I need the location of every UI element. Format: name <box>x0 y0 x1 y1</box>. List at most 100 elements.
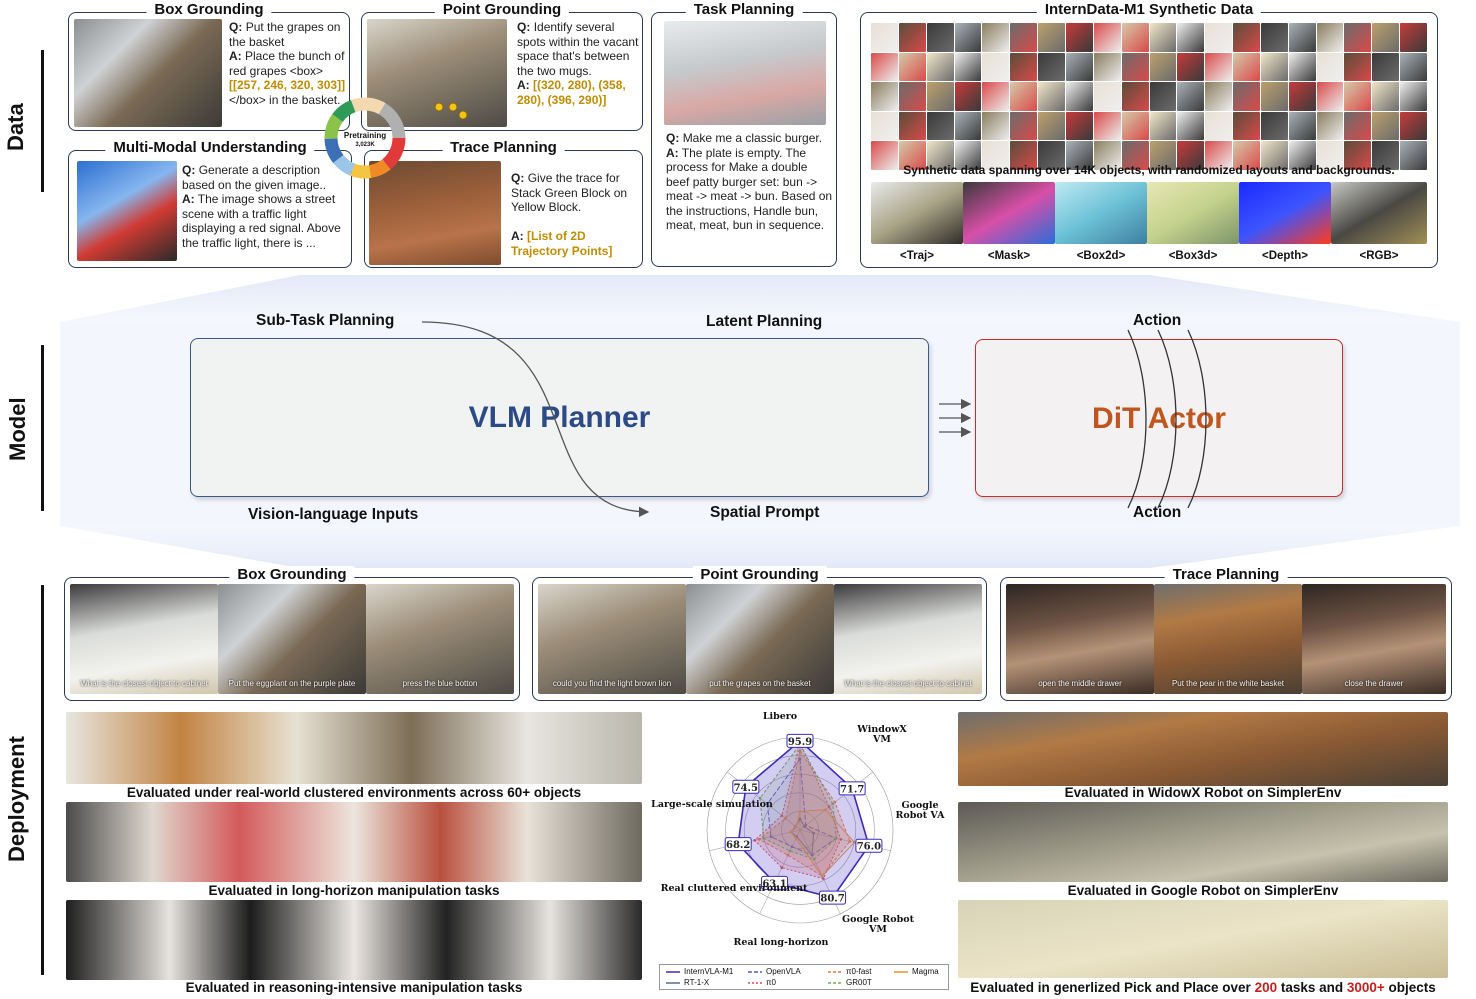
image-caption: Put the eggplant on the purple plate <box>228 679 356 688</box>
mosaic-tile <box>1400 141 1427 170</box>
radar-series-gr00t <box>759 743 837 860</box>
mosaic-tile <box>1010 141 1038 170</box>
deploy-point-grounding-panel: Point Grounding could you find the light… <box>532 566 987 701</box>
caption-google: Evaluated in Google Robot on SimplerEnv <box>1067 883 1339 898</box>
task-planning-qa: Q: Make me a classic burger. A: The plat… <box>666 131 833 232</box>
spatial-prompt-label: Spatial Prompt <box>710 504 820 521</box>
mosaic-tile <box>1233 23 1260 52</box>
radar-point <box>765 802 769 806</box>
mosaic-tile <box>898 82 926 111</box>
mosaic-tile <box>954 111 982 141</box>
mosaic-tile <box>1233 82 1260 111</box>
data-trace-planning-panel: Trace Planning Q: Give the trace for Sta… <box>364 139 643 268</box>
radar-point <box>822 877 825 880</box>
radar-point <box>762 836 766 840</box>
section-bar-deployment <box>41 585 44 975</box>
radar-axis-label-long-horizon: Real long-horizon <box>733 937 829 948</box>
radar-axis-label-cluttered: Real cluttered environment <box>660 883 808 894</box>
mosaic-tile <box>1205 141 1233 170</box>
mosaic-tile <box>1121 82 1149 111</box>
mosaic-tile <box>982 82 1010 111</box>
radar-point <box>834 836 838 840</box>
mosaic-tile <box>1121 52 1149 82</box>
radar-point <box>798 817 802 821</box>
mosaic-tile <box>1065 23 1093 52</box>
radar-value-box <box>855 838 883 853</box>
data-task-planning-panel: Task Planning Q: Make me a classic burge… <box>651 1 837 267</box>
deploy-point-image-3: What is the closest object to cabinet <box>834 584 982 694</box>
radar-point <box>810 853 814 857</box>
legend-magma: Magma <box>912 967 939 976</box>
synthetic-box2d-image <box>1055 182 1147 244</box>
mosaic-tile <box>926 23 954 52</box>
radar-point <box>788 849 792 853</box>
vision-language-inputs-label: Vision-language Inputs <box>248 506 419 523</box>
data-multimodal-panel: Multi-Modal Understanding Q: Generate a … <box>68 139 352 268</box>
mosaic-tile <box>1372 82 1400 111</box>
radar-point <box>831 802 835 806</box>
mosaic-tile <box>898 52 926 82</box>
mosaic-tile <box>871 82 898 111</box>
mosaic-tile <box>1288 141 1316 170</box>
radar-value-box <box>838 781 866 796</box>
mosaic-tile <box>982 111 1010 141</box>
radar-point <box>758 796 762 800</box>
mosaic-tile <box>1316 111 1344 141</box>
radar-value-label: 95.9 <box>788 737 812 748</box>
mosaic-tile <box>1149 82 1177 111</box>
donut-chart <box>324 97 406 179</box>
section-bar-model <box>41 345 44 511</box>
legend-pi0: π0 <box>766 978 776 987</box>
deploy-trace-planning-panel: Trace Planning open the middle drawer Pu… <box>1000 566 1452 701</box>
radar-point <box>804 824 808 827</box>
caption-long-horizon: Evaluated in long-horizon manipulation t… <box>208 883 500 898</box>
radar-series--0-fast <box>758 749 851 877</box>
pretraining-donut: Pretraining 3,023K <box>323 96 407 180</box>
radar-point <box>824 808 827 812</box>
trace-planning-qa: Q: Give the trace for Stack Green Block … <box>511 171 628 258</box>
panel-title: Trace Planning <box>1164 566 1288 583</box>
mosaic-tile <box>1344 23 1372 52</box>
pretraining-label: Pretraining <box>343 131 387 140</box>
caption-pick-place: Evaluated in generlized Pick and Place o… <box>970 980 1436 995</box>
mosaic-tile <box>1038 141 1065 170</box>
mosaic-tile <box>1260 52 1288 82</box>
radar-series-openvla <box>766 757 838 856</box>
radar-point <box>784 817 787 820</box>
mosaic-tile <box>1344 82 1372 111</box>
mosaic-tile <box>1233 111 1260 141</box>
radar-point <box>794 837 798 840</box>
radar-legend: InternVLA-M1 RT-1-X OpenVLA π0 π0-fast G… <box>659 964 949 990</box>
vlm-planner-box: VLM Planner <box>190 338 929 497</box>
radar-point <box>798 810 802 813</box>
panel-title: Box Grounding <box>229 566 355 583</box>
mosaic-tile <box>1121 111 1149 141</box>
mosaic-tile <box>982 23 1010 52</box>
radar-point <box>798 749 802 753</box>
radar-point <box>795 825 798 829</box>
latent-planning-label: Latent Planning <box>706 313 823 330</box>
multimodal-qa: Q: Generate a description based on the g… <box>182 163 341 250</box>
radar-value-box <box>732 779 760 794</box>
radar-point <box>839 838 843 841</box>
deploy-box-grounding-panel: Box Grounding What is the closest object… <box>64 566 520 701</box>
radar-point <box>820 874 824 878</box>
mosaic-tile <box>1010 23 1038 52</box>
image-caption: What is the closest object to cabinet <box>80 679 208 688</box>
point-markers <box>434 102 468 120</box>
synthetic-tag-mask: <Mask> <box>987 250 1031 262</box>
legend-rt1x: RT-1-X <box>684 978 710 987</box>
mosaic-tile <box>1288 111 1316 141</box>
box-grounding-image <box>74 19 222 127</box>
deploy-point-image-1: could you find the light brown lion <box>538 584 686 694</box>
deploy-strip-google <box>958 802 1448 882</box>
image-caption: could you find the light brown lion <box>552 679 672 688</box>
mosaic-tile <box>1372 52 1400 82</box>
deploy-strip-reasoning <box>66 900 642 980</box>
synthetic-mask-image <box>963 182 1055 244</box>
synthetic-tag-rgb: <RGB> <box>1359 250 1399 262</box>
mosaic-tile <box>1205 82 1233 111</box>
synthetic-caption: Synthetic data spanning over 14K objects… <box>903 163 1395 177</box>
radar-value-label: 80.7 <box>820 894 844 905</box>
mosaic-tile <box>1400 23 1427 52</box>
